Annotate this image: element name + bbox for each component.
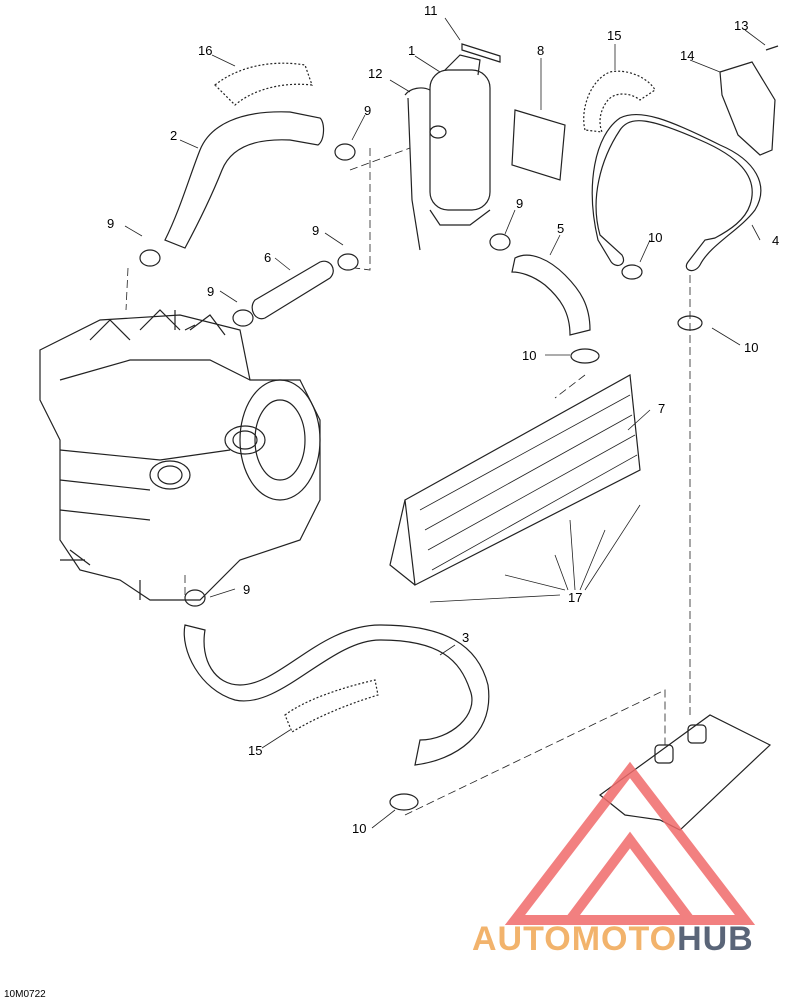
callout-10d: 10 [352, 821, 366, 836]
callout-7: 7 [658, 401, 665, 416]
routing-lines [125, 147, 691, 816]
callout-17: 17 [568, 590, 582, 605]
callout-5: 5 [557, 221, 564, 236]
engine-block [39, 309, 321, 601]
callout-12: 12 [368, 66, 382, 81]
callout-6: 6 [264, 250, 271, 265]
screw-13 [765, 45, 779, 51]
watermark-brand: AUTOMOTOHUB [472, 920, 754, 959]
coolant-reservoir [429, 54, 491, 226]
callout-10c: 10 [522, 348, 536, 363]
hose-2 [164, 111, 325, 249]
callout-13: 13 [734, 18, 748, 33]
hose-5 [511, 254, 591, 336]
hose-4 [591, 113, 762, 272]
callout-10b: 10 [744, 340, 758, 355]
callout-9b: 9 [107, 216, 114, 231]
hose-15-upper [583, 70, 656, 133]
radiator-7 [389, 374, 641, 586]
callout-16: 16 [198, 43, 212, 58]
overflow-hose-12 [404, 87, 431, 251]
hose-16 [214, 62, 313, 106]
watermark-logo-icon [504, 761, 756, 925]
callout-9a: 9 [364, 103, 371, 118]
bracket-14 [719, 61, 776, 156]
callout-9d: 9 [207, 284, 214, 299]
callout-2: 2 [170, 128, 177, 143]
hose-15-lower [284, 679, 379, 733]
clamps-9 [139, 143, 511, 607]
callout-14: 14 [680, 48, 694, 63]
drawing-code: 10M0722 [4, 989, 46, 1000]
callout-11: 11 [424, 3, 438, 18]
callout-15b: 15 [248, 743, 262, 758]
leader-lines [124, 17, 766, 829]
callout-9e: 9 [516, 196, 523, 211]
callout-1: 1 [408, 43, 415, 58]
callout-9f: 9 [243, 582, 250, 597]
hose-6 [251, 260, 334, 320]
callout-15a: 15 [607, 28, 621, 43]
decal-8 [511, 109, 566, 181]
callout-10a: 10 [648, 230, 662, 245]
watermark-text-part1: AUTOMOTO [472, 920, 678, 958]
callout-9c: 9 [312, 223, 319, 238]
callout-3: 3 [462, 630, 469, 645]
clamps-10 [389, 264, 703, 811]
watermark-text-part2: HUB [677, 920, 754, 958]
cap-11 [461, 43, 501, 63]
callout-4: 4 [772, 233, 779, 248]
callout-8: 8 [537, 43, 544, 58]
hose-3 [183, 624, 490, 766]
